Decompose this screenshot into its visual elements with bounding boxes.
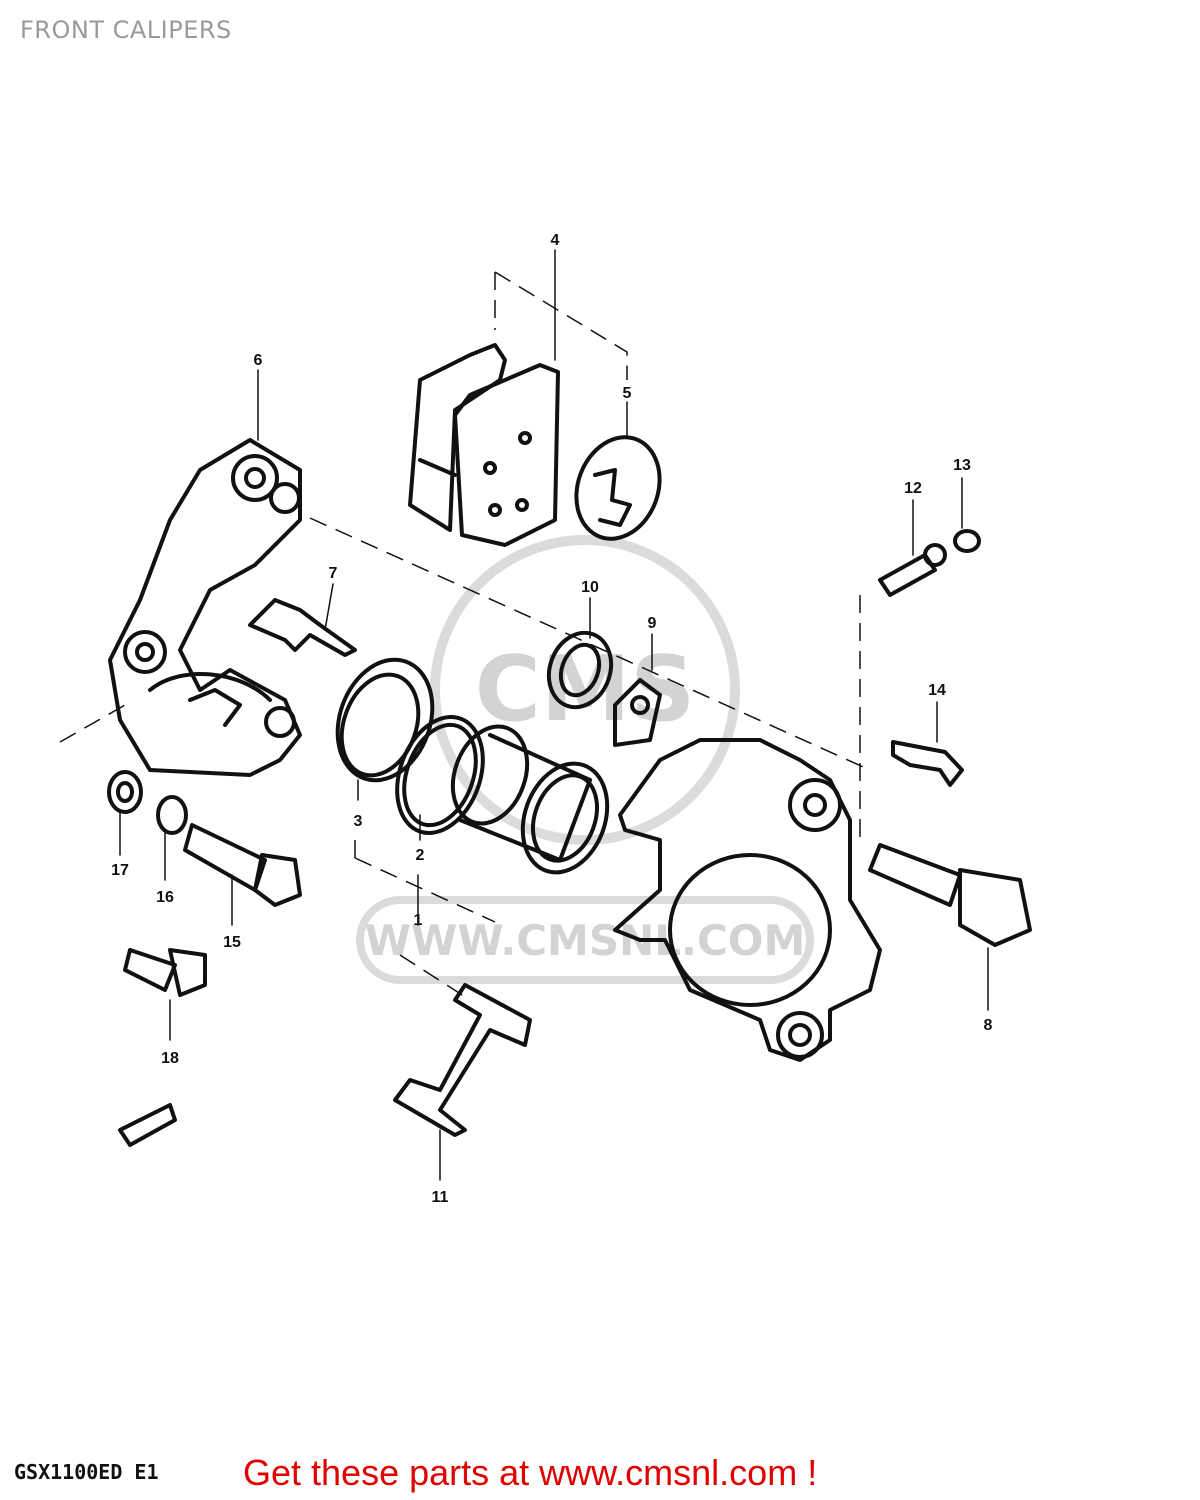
part-label-8: 8 [984, 1017, 993, 1034]
part-label-13: 13 [953, 457, 971, 474]
part-label-17: 17 [111, 862, 129, 879]
watermark-text: WWW.CMSNL.COM [365, 916, 806, 965]
promo-link[interactable]: Get these parts at www.cmsnl.com ! [243, 1452, 818, 1493]
page-title: FRONT CALIPERS [20, 16, 232, 44]
part-label-16: 16 [156, 889, 174, 906]
caliper-bracket [108, 438, 302, 777]
part-label-5: 5 [623, 385, 632, 402]
pin-bolt [868, 843, 1032, 947]
part-label-6: 6 [254, 352, 263, 369]
assembly-lines [59, 271, 871, 1001]
part-label-9: 9 [648, 615, 657, 632]
part-label-12: 12 [904, 480, 922, 497]
pad-shim [574, 435, 662, 541]
watermark-logo-ring [430, 535, 740, 845]
pad-clip [891, 740, 964, 787]
part-label-15: 15 [223, 934, 241, 951]
part-labels: 1 2 3 4 5 6 7 8 9 10 11 12 13 1 [111, 232, 992, 1206]
watermark-banner [356, 896, 814, 984]
watermark-logo: CMS [475, 637, 695, 742]
part-label-3: 3 [354, 813, 363, 830]
part-label-4: 4 [551, 232, 560, 249]
part-label-14: 14 [928, 682, 946, 699]
brake-pads [408, 343, 560, 547]
part-label-18: 18 [161, 1050, 179, 1067]
part-label-1: 1 [414, 912, 423, 929]
pad-spring [248, 598, 357, 657]
anti-rattle-plate [393, 983, 532, 1137]
caliper-body [613, 738, 882, 1062]
part-label-11: 11 [432, 1189, 449, 1206]
model-code: GSX1100ED E1 [14, 1460, 159, 1484]
part-label-10: 10 [581, 579, 599, 596]
boot-and-cap [546, 630, 662, 747]
part-label-7: 7 [329, 565, 338, 582]
bleeder-valve [878, 529, 981, 597]
part-label-2: 2 [416, 847, 425, 864]
fasteners [107, 770, 302, 1147]
watermark: CMS WWW.CMSNL.COM [356, 535, 814, 984]
